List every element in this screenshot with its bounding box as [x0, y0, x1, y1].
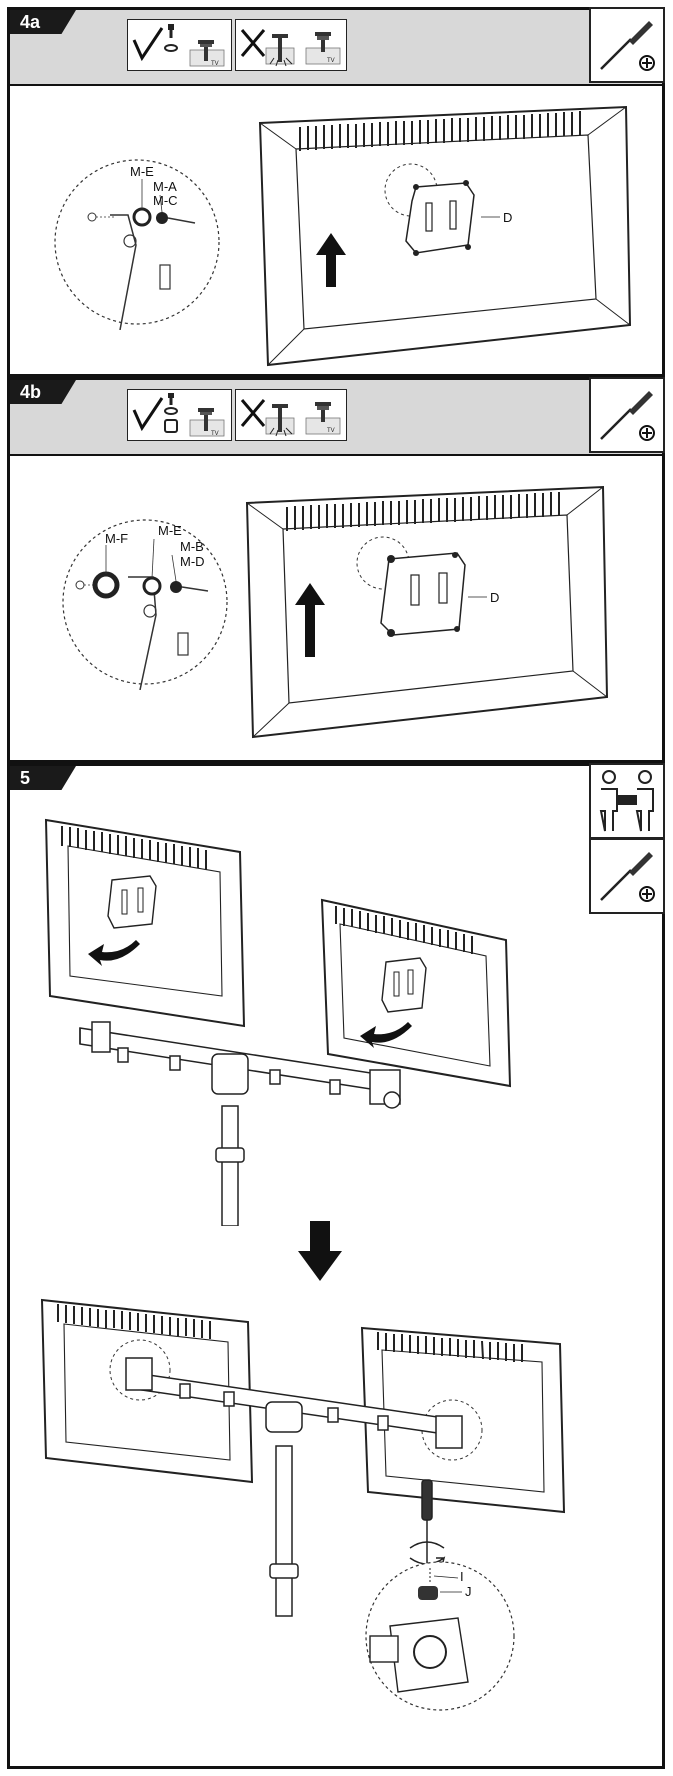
step-5-panel: 5: [7, 763, 665, 1769]
bolt-into-tv-icon: [198, 40, 214, 61]
rotate-arrow-icon: [360, 1022, 412, 1048]
tv-badge: TV: [211, 431, 219, 437]
spacer-icon: [164, 419, 178, 433]
correct-hardware-box: TV: [127, 389, 232, 441]
vesa-plate: [405, 182, 475, 254]
screw-part: [156, 212, 168, 224]
overtightened-bolt-icon: [269, 404, 293, 437]
callout-d: D: [490, 590, 500, 605]
hardware-detail-circle: [62, 519, 228, 690]
monitors-mounted-illustration: [40, 1298, 566, 1711]
monitor-back-illustration: [245, 485, 609, 739]
washer-part: [142, 576, 162, 596]
vesa-plate: [380, 552, 466, 636]
lock-detail-circle: [365, 1561, 515, 1711]
left-monitor: [44, 818, 246, 1028]
step-4b-panel: 4b TV: [7, 377, 665, 763]
phillips-screwdriver-icon: [589, 377, 665, 453]
callout-m-b: M-B: [180, 539, 204, 554]
incorrect-hardware-box: TV: [235, 19, 347, 71]
cross-mark-icon: [240, 29, 266, 57]
washer-icon: [164, 44, 178, 52]
step-number: 4a: [10, 10, 76, 34]
tv-badge: TV: [211, 61, 219, 67]
bolt-into-tv-icon: [198, 408, 214, 431]
screw-icon: [168, 24, 174, 38]
spacer-part: [92, 571, 120, 599]
callout-d: D: [503, 210, 513, 225]
tv-badge: TV: [327, 58, 335, 64]
callout-m-a: M-A: [153, 179, 177, 194]
step-4a-panel: 4a TV: [7, 7, 665, 377]
washer-part: [132, 207, 152, 227]
callout-j: J: [465, 1584, 472, 1599]
callout-i: I: [460, 1569, 464, 1584]
down-arrow-icon: [298, 1221, 342, 1281]
callout-m-e: M-E: [130, 164, 154, 179]
washer-icon: [164, 407, 178, 415]
dual-arm-and-pole: [125, 1357, 463, 1617]
phillips-screwdriver-icon: [589, 7, 665, 83]
monitors-hanging-on-arms-illustration: [44, 818, 512, 1226]
short-bolt-icon: [315, 32, 331, 52]
cross-mark-icon: [240, 399, 266, 427]
dual-arm-and-pole: [79, 1021, 401, 1226]
up-arrow-icon: [316, 233, 346, 287]
hardware-detail-circle: [54, 159, 220, 330]
check-mark-icon: [132, 397, 164, 432]
callout-m-d: M-D: [180, 554, 205, 569]
callout-m-c: M-C: [153, 193, 178, 208]
monitor-back-illustration: [258, 105, 632, 367]
two-people-icon: [589, 763, 665, 839]
up-arrow-icon: [295, 583, 325, 657]
incorrect-hardware-box: TV: [235, 389, 347, 441]
step-4a-header: 4a TV: [10, 7, 665, 86]
screwdriver-tightening: [409, 1479, 446, 1567]
short-bolt-icon: [315, 402, 331, 422]
screw-icon: [168, 393, 174, 405]
step-number: 5: [10, 766, 76, 790]
check-mark-icon: [132, 27, 164, 62]
phillips-screwdriver-icon: [589, 838, 665, 914]
callout-m-f: M-F: [105, 531, 129, 546]
right-monitor: [360, 1326, 566, 1514]
rotate-arrow-icon: [88, 940, 140, 966]
overtightened-bolt-icon: [269, 34, 293, 67]
correct-hardware-box: TV: [127, 19, 232, 71]
callout-m-e: M-E: [158, 523, 182, 538]
step-number: 4b: [10, 380, 76, 404]
right-monitor: [320, 898, 512, 1088]
screw-part: [170, 581, 182, 593]
step-4b-header: 4b TV: [10, 377, 665, 456]
tv-badge: TV: [327, 428, 335, 434]
